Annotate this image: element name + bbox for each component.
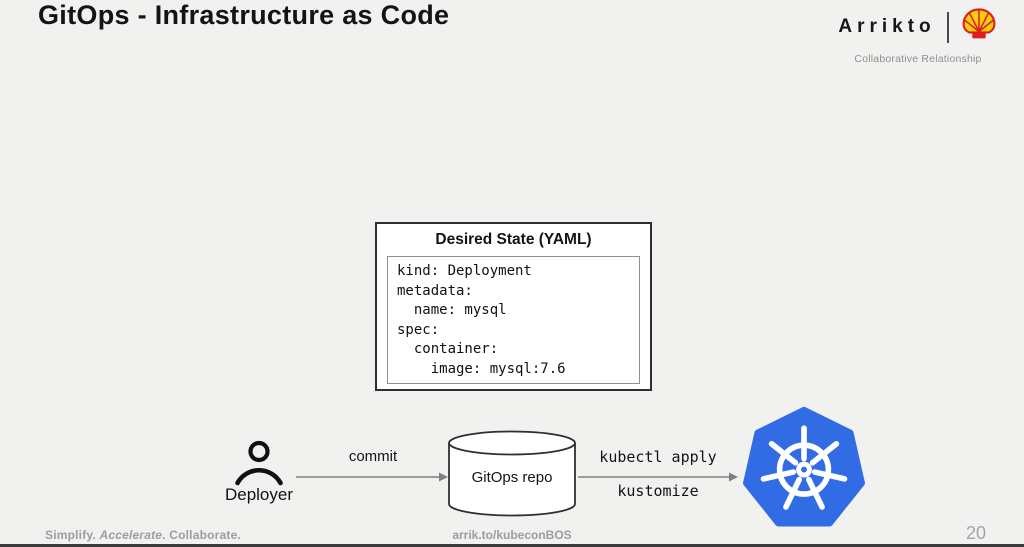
- kubectl-apply-label: kubectl apply: [599, 448, 717, 466]
- desired-state-heading: Desired State (YAML): [435, 231, 592, 248]
- brand-logos: Arrikto: [832, 7, 1004, 47]
- gitops-repo-label: GitOps repo: [471, 469, 553, 486]
- kubernetes-logo-icon: [743, 406, 865, 537]
- footer-motto: Simplify. Accelerate. Collaborate.: [45, 528, 241, 542]
- deployer-label: Deployer: [224, 485, 294, 504]
- deployer-person-icon: [234, 440, 284, 491]
- bottom-edge-bar: [0, 544, 1024, 547]
- desired-state-box: Desired State (YAML) kind: Deployment me…: [375, 222, 652, 391]
- page-number: 20: [965, 523, 986, 543]
- footer-motto-part1: Simplify.: [45, 528, 100, 542]
- brand-tagline: Collaborative Relationship: [854, 53, 982, 65]
- shell-logo-icon: [960, 7, 998, 47]
- logo-divider: [946, 11, 949, 43]
- footer-motto-italic: Accelerate: [99, 528, 163, 542]
- apply-arrow: [578, 470, 738, 489]
- arrikto-wordmark: Arrikto: [838, 16, 936, 37]
- brand-block: Arrikto Collaborative Relationship: [832, 7, 1004, 65]
- kustomize-label: kustomize: [617, 482, 699, 500]
- yaml-code-block: kind: Deployment metadata: name: mysql s…: [387, 256, 640, 384]
- page-title: GitOps - Infrastructure as Code: [38, 0, 450, 30]
- footer-link: arrik.to/kubeconBOS: [452, 528, 572, 542]
- footer-motto-part2: . Collaborate.: [162, 528, 241, 542]
- commit-arrow: [296, 470, 448, 489]
- gitops-repo-cylinder: [447, 430, 577, 523]
- commit-label: commit: [348, 448, 398, 465]
